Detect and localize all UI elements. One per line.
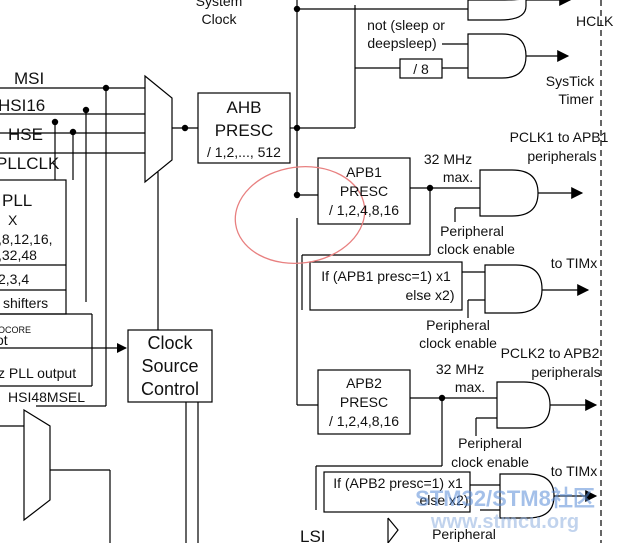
msi-label: MSI [14, 69, 44, 88]
periph-enable-b-label-2: clock enable [419, 335, 497, 351]
not-sleep-label-2: deepsleep) [367, 35, 436, 51]
clock-source-control-box [127, 329, 213, 403]
pclk1-label-2: peripherals [527, 148, 596, 164]
hclk-label: HCLK [576, 13, 614, 29]
hsi16-label: HSI16 [0, 96, 45, 115]
pll-box-label-4: ,32,48 [0, 247, 37, 263]
periph-enable-d-label-1: Peripheral [432, 526, 496, 542]
div8-label: / 8 [413, 61, 429, 77]
apb2-timer-multiplier-box [323, 471, 471, 513]
to-timx-b-label: to TIMx [551, 463, 597, 479]
clock-source-label-1: Clock [147, 333, 193, 353]
ot-label: ot [0, 332, 8, 348]
mhz32-a-label-1: 32 MHz [424, 151, 472, 167]
and-gate-pclk2 [496, 381, 551, 429]
apb1-prescaler-box [317, 157, 411, 225]
if-apb2-label-1: If (APB2 presc=1) x1 [333, 475, 463, 491]
pclk2-label-1: PCLK2 to APB2 [501, 345, 600, 361]
not-sleep-label-1: not (sleep or [367, 17, 445, 33]
pllclk-label: PLLCLK [0, 154, 60, 173]
mhz32-b-label-1: 32 MHz [436, 361, 484, 377]
apb2-label-3: / 1,2,4,8,16 [329, 413, 399, 429]
apb1-label-1: APB1 [346, 164, 382, 180]
hse-label: HSE [8, 125, 43, 144]
pclk2-label-2: peripherals [531, 364, 600, 380]
and-gate-systick [467, 33, 527, 79]
if-apb1-label-1: If (APB1 presc=1) x1 [321, 268, 451, 284]
apb1-label-2: PRESC [340, 183, 388, 199]
to-timx-a-label: to TIMx [551, 255, 597, 271]
and-gate-hclk [467, 0, 527, 21]
z-pll-output-label: z PLL output [0, 365, 76, 381]
shifters-label: l shifters [0, 295, 48, 311]
mhz32-b-label-2: max. [455, 379, 485, 395]
hsi48-mux [23, 408, 51, 522]
ahb-label-3: / 1,2,..., 512 [207, 144, 281, 160]
hsi48msel-label: HSI48MSEL [8, 389, 85, 405]
apb2-prescaler-box [317, 369, 411, 435]
highlight-circle [234, 165, 366, 265]
clock-source-label-2: Source [141, 356, 198, 376]
div8-box [399, 58, 443, 79]
apb1-label-3: / 1,2,4,8,16 [329, 202, 399, 218]
periph-enable-c-label-2: clock enable [451, 454, 529, 470]
vcore-label: OCORE [0, 325, 31, 335]
ahb-label-2: PRESC [215, 121, 274, 140]
periph-enable-b-label-1: Peripheral [426, 317, 490, 333]
periph-enable-c-label-1: Peripheral [458, 435, 522, 451]
periph-enable-a-label-1: Peripheral [440, 223, 504, 239]
pll-box-label-5: 2,3,4 [0, 271, 29, 287]
pll-box-label-3: ,8,12,16, [0, 231, 53, 247]
if-apb2-label-2: else x2) [419, 492, 468, 508]
systick-label-2: Timer [558, 91, 594, 107]
systick-label-1: SysTick [546, 73, 595, 89]
lsi-label: LSI [300, 527, 326, 543]
watermark-url: www.stmcu.org [430, 511, 579, 533]
apb1-timer-multiplier-box [309, 261, 463, 311]
if-apb1-label-2: else x2) [405, 287, 454, 303]
pclk1-label-1: PCLK1 to APB1 [510, 129, 609, 145]
ahb-prescaler-box [197, 92, 291, 164]
system-clock-label-1: System [196, 0, 243, 9]
watermark-title: STM32/STM8社区 [415, 486, 595, 511]
clock-source-label-3: Control [141, 379, 199, 399]
pll-box-label-2: X [8, 212, 18, 228]
and-gate-pclk1 [479, 169, 539, 217]
ahb-label-1: AHB [227, 98, 262, 117]
mhz32-a-label-2: max. [443, 169, 473, 185]
and-gate-timx-1 [484, 264, 543, 314]
apb2-label-1: APB2 [346, 375, 382, 391]
periph-enable-a-label-2: clock enable [437, 241, 515, 257]
pll-box-label-1: PLL [2, 191, 32, 210]
apb2-label-2: PRESC [340, 394, 388, 410]
system-clock-label-2: Clock [201, 11, 237, 27]
system-clock-mux [144, 74, 173, 184]
